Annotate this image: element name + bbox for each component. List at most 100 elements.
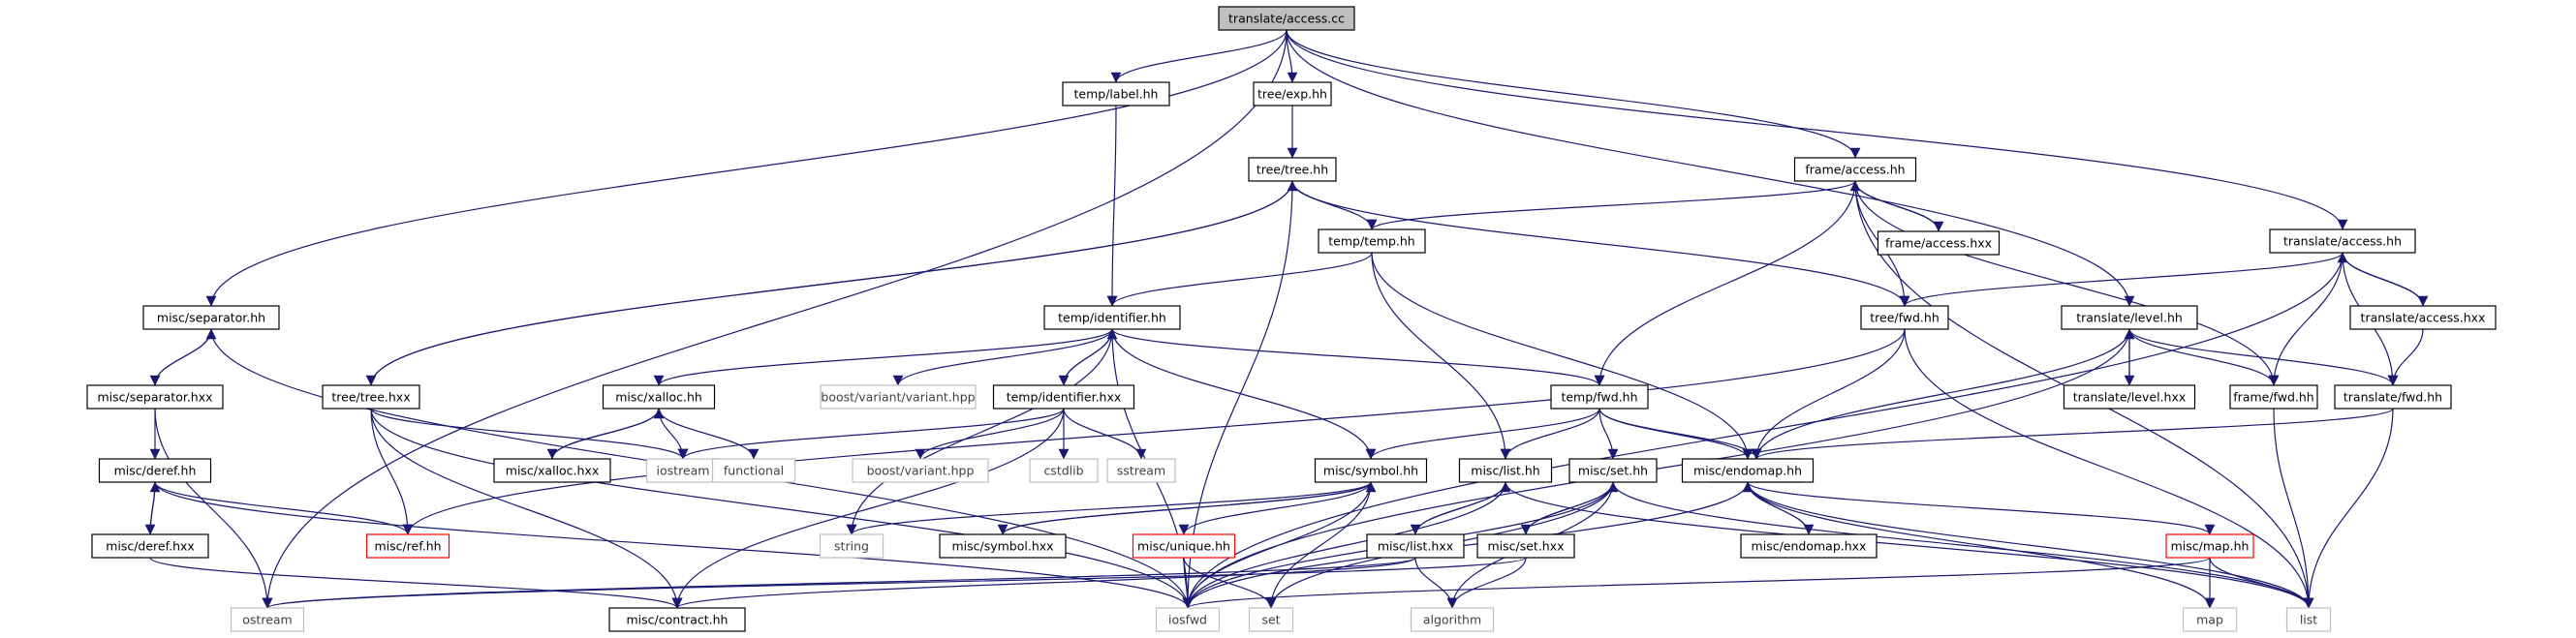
- node-label: misc/set.hxx: [1487, 539, 1564, 554]
- include-edge-misc_list_hxx-to-misc_contract: [671, 557, 1416, 609]
- node-temp-label[interactable]: temp/label.hh: [1062, 81, 1170, 106]
- node-label: tree/tree.hh: [1257, 163, 1328, 177]
- node-algorithm: algorithm: [1410, 607, 1495, 632]
- node-temp-identifier-hh[interactable]: temp/identifier.hh: [1043, 305, 1181, 330]
- node-ostream: ostream: [230, 607, 305, 632]
- node-label: misc/separator.hxx: [97, 390, 212, 405]
- include-edge-tree_fwd-to-list: [1904, 328, 2314, 609]
- node-misc-symbol-hxx[interactable]: misc/symbol.hxx: [939, 533, 1067, 559]
- include-edge-translate_access_hh-to-frame_fwd: [2268, 252, 2343, 386]
- node-box: [1366, 533, 1465, 559]
- include-edge-frame_access_hh-to-temp_fwd: [1594, 180, 1856, 386]
- node-misc-symbol-hh[interactable]: misc/symbol.hh: [1314, 458, 1428, 483]
- node-tree-fwd[interactable]: tree/fwd.hh: [1860, 305, 1949, 330]
- node-functional: functional: [711, 458, 796, 483]
- node-translate-fwd[interactable]: translate/fwd.hh: [2334, 384, 2452, 410]
- node-frame-fwd[interactable]: frame/fwd.hh: [2229, 384, 2318, 410]
- include-edge-temp_fwd-to-misc_endomap_hh: [1598, 408, 1754, 460]
- node-misc-unique[interactable]: misc/unique.hh: [1132, 533, 1236, 559]
- node-label: boost/variant/variant.hpp: [821, 390, 975, 405]
- include-edge-translate_access_hh-to-tree_fwd: [1899, 252, 2343, 307]
- node-box: [1029, 458, 1099, 483]
- node-misc-endomap-hh[interactable]: misc/endomap.hh: [1681, 458, 1815, 483]
- include-edge-misc_xalloc_hxx-to-misc_xalloc_hh: [551, 408, 665, 460]
- node-frame-access-hxx[interactable]: frame/access.hxx: [1877, 230, 2001, 256]
- node-label: misc/symbol.hh: [1323, 464, 1418, 478]
- node-tree-tree-hh[interactable]: tree/tree.hh: [1248, 157, 1337, 182]
- node-box: [645, 458, 721, 483]
- include-edge-temp_identifier_hxx-to-boost_variant: [915, 408, 1065, 460]
- node-translate-level-hh[interactable]: translate/level.hh: [2061, 305, 2198, 330]
- include-edge-misc_endomap_hh-to-misc_map_hh: [1747, 481, 2216, 535]
- node-boost-variant: boost/variant.hpp: [852, 458, 989, 483]
- node-temp-fwd[interactable]: temp/fwd.hh: [1550, 384, 1649, 410]
- include-edge-misc_list_hh-to-iosfwd: [1182, 481, 1506, 609]
- include-edge-temp_identifier_hxx-to-sstream: [1063, 408, 1147, 460]
- node-box: [2285, 607, 2332, 632]
- node-box: [602, 384, 716, 410]
- node-misc-contract[interactable]: misc/contract.hh: [608, 607, 746, 632]
- include-edge-misc_set_hxx-to-ostream: [263, 557, 1527, 609]
- node-box: [1877, 230, 2001, 256]
- node-label: map: [2196, 613, 2223, 627]
- node-box: [1458, 458, 1553, 483]
- node-misc-list-hxx[interactable]: misc/list.hxx: [1366, 533, 1465, 559]
- include-edge-misc_symbol_hh-to-string: [846, 481, 1372, 535]
- node-misc-list-hh[interactable]: misc/list.hh: [1458, 458, 1553, 483]
- node-misc-xalloc-hh[interactable]: misc/xalloc.hh: [602, 384, 716, 410]
- include-edge-misc_list_hxx-to-algorithm: [1414, 557, 1458, 609]
- node-label: frame/access.hxx: [1885, 236, 1992, 251]
- node-misc-deref-hh[interactable]: misc/deref.hh: [98, 458, 212, 483]
- node-tree-tree-hxx[interactable]: tree/tree.hxx: [322, 384, 420, 410]
- node-box: [1218, 6, 1355, 31]
- node-list: list: [2285, 607, 2332, 632]
- node-translate-level-hxx[interactable]: translate/level.hxx: [2063, 384, 2196, 410]
- node-box: [1318, 228, 1426, 254]
- node-temp-identifier-hxx[interactable]: temp/identifier.hxx: [992, 384, 1135, 410]
- include-edge-translate_access_hxx-to-translate_access_hh: [2337, 252, 2424, 307]
- node-label: algorithm: [1423, 613, 1481, 627]
- node-temp-temp[interactable]: temp/temp.hh: [1318, 228, 1426, 254]
- node-misc-set-hxx[interactable]: misc/set.hxx: [1476, 533, 1575, 559]
- include-edge-frame_fwd-to-list: [2273, 408, 2314, 609]
- node-label: tree/exp.hh: [1257, 87, 1327, 102]
- node-label: misc/endomap.hxx: [1752, 539, 1867, 554]
- include-edge-misc_set_hxx-to-misc_set_hh: [1525, 481, 1619, 535]
- node-misc-endomap-hxx[interactable]: misc/endomap.hxx: [1740, 533, 1878, 559]
- node-box: [230, 607, 305, 632]
- node-label: frame/fwd.hh: [2233, 390, 2313, 405]
- node-box: [91, 533, 209, 559]
- include-edge-translate_fwd-to-misc_fwd: [1751, 408, 2394, 460]
- include-edge-temp_temp-to-temp_identifier_hh: [1106, 252, 1373, 307]
- include-edge-temp_identifier_hh-to-string: [846, 328, 1113, 535]
- node-box: [1132, 533, 1236, 559]
- include-edge-temp_fwd-to-misc_list_hh: [1500, 408, 1600, 460]
- node-label: misc/contract.hh: [627, 613, 729, 627]
- node-cstdlib: cstdlib: [1029, 458, 1099, 483]
- node-tree-exp[interactable]: tree/exp.hh: [1253, 81, 1332, 106]
- node-misc-xalloc-hxx[interactable]: misc/xalloc.hxx: [493, 458, 611, 483]
- include-edge-misc_list_hh-to-list: [1505, 481, 2314, 609]
- node-box: [98, 458, 212, 483]
- include-edge-tree_tree_hxx-to-iosfwd: [370, 408, 1194, 609]
- node-label: list: [2300, 613, 2317, 627]
- node-translate-access-hh[interactable]: translate/access.hh: [2269, 228, 2416, 254]
- node-root[interactable]: translate/access.cc: [1218, 6, 1355, 31]
- include-edge-misc_endomap_hxx-to-misc_endomap_hh: [1742, 481, 1810, 535]
- include-edge-misc_separator_hxx-to-ostream: [154, 408, 273, 609]
- node-translate-access-hxx[interactable]: translate/access.hxx: [2349, 305, 2497, 330]
- node-boost-variant-variant: boost/variant/variant.hpp: [820, 384, 977, 410]
- node-misc-deref-hxx[interactable]: misc/deref.hxx: [91, 533, 209, 559]
- node-box: [711, 458, 796, 483]
- node-frame-access-hh[interactable]: frame/access.hh: [1793, 157, 1917, 182]
- node-misc-ref[interactable]: misc/ref.hh: [365, 533, 450, 559]
- node-box: [1681, 458, 1815, 483]
- node-misc-separator-hxx[interactable]: misc/separator.hxx: [86, 384, 224, 410]
- node-box: [493, 458, 611, 483]
- node-misc-map-hh[interactable]: misc/map.hh: [2165, 533, 2254, 559]
- node-misc-set-hh[interactable]: misc/set.hh: [1568, 458, 1658, 483]
- include-edge-misc_endomap_hh-to-iosfwd: [1182, 481, 1749, 609]
- node-misc-separator-hh[interactable]: misc/separator.hh: [142, 305, 280, 330]
- node-label: tree/tree.hxx: [331, 390, 410, 405]
